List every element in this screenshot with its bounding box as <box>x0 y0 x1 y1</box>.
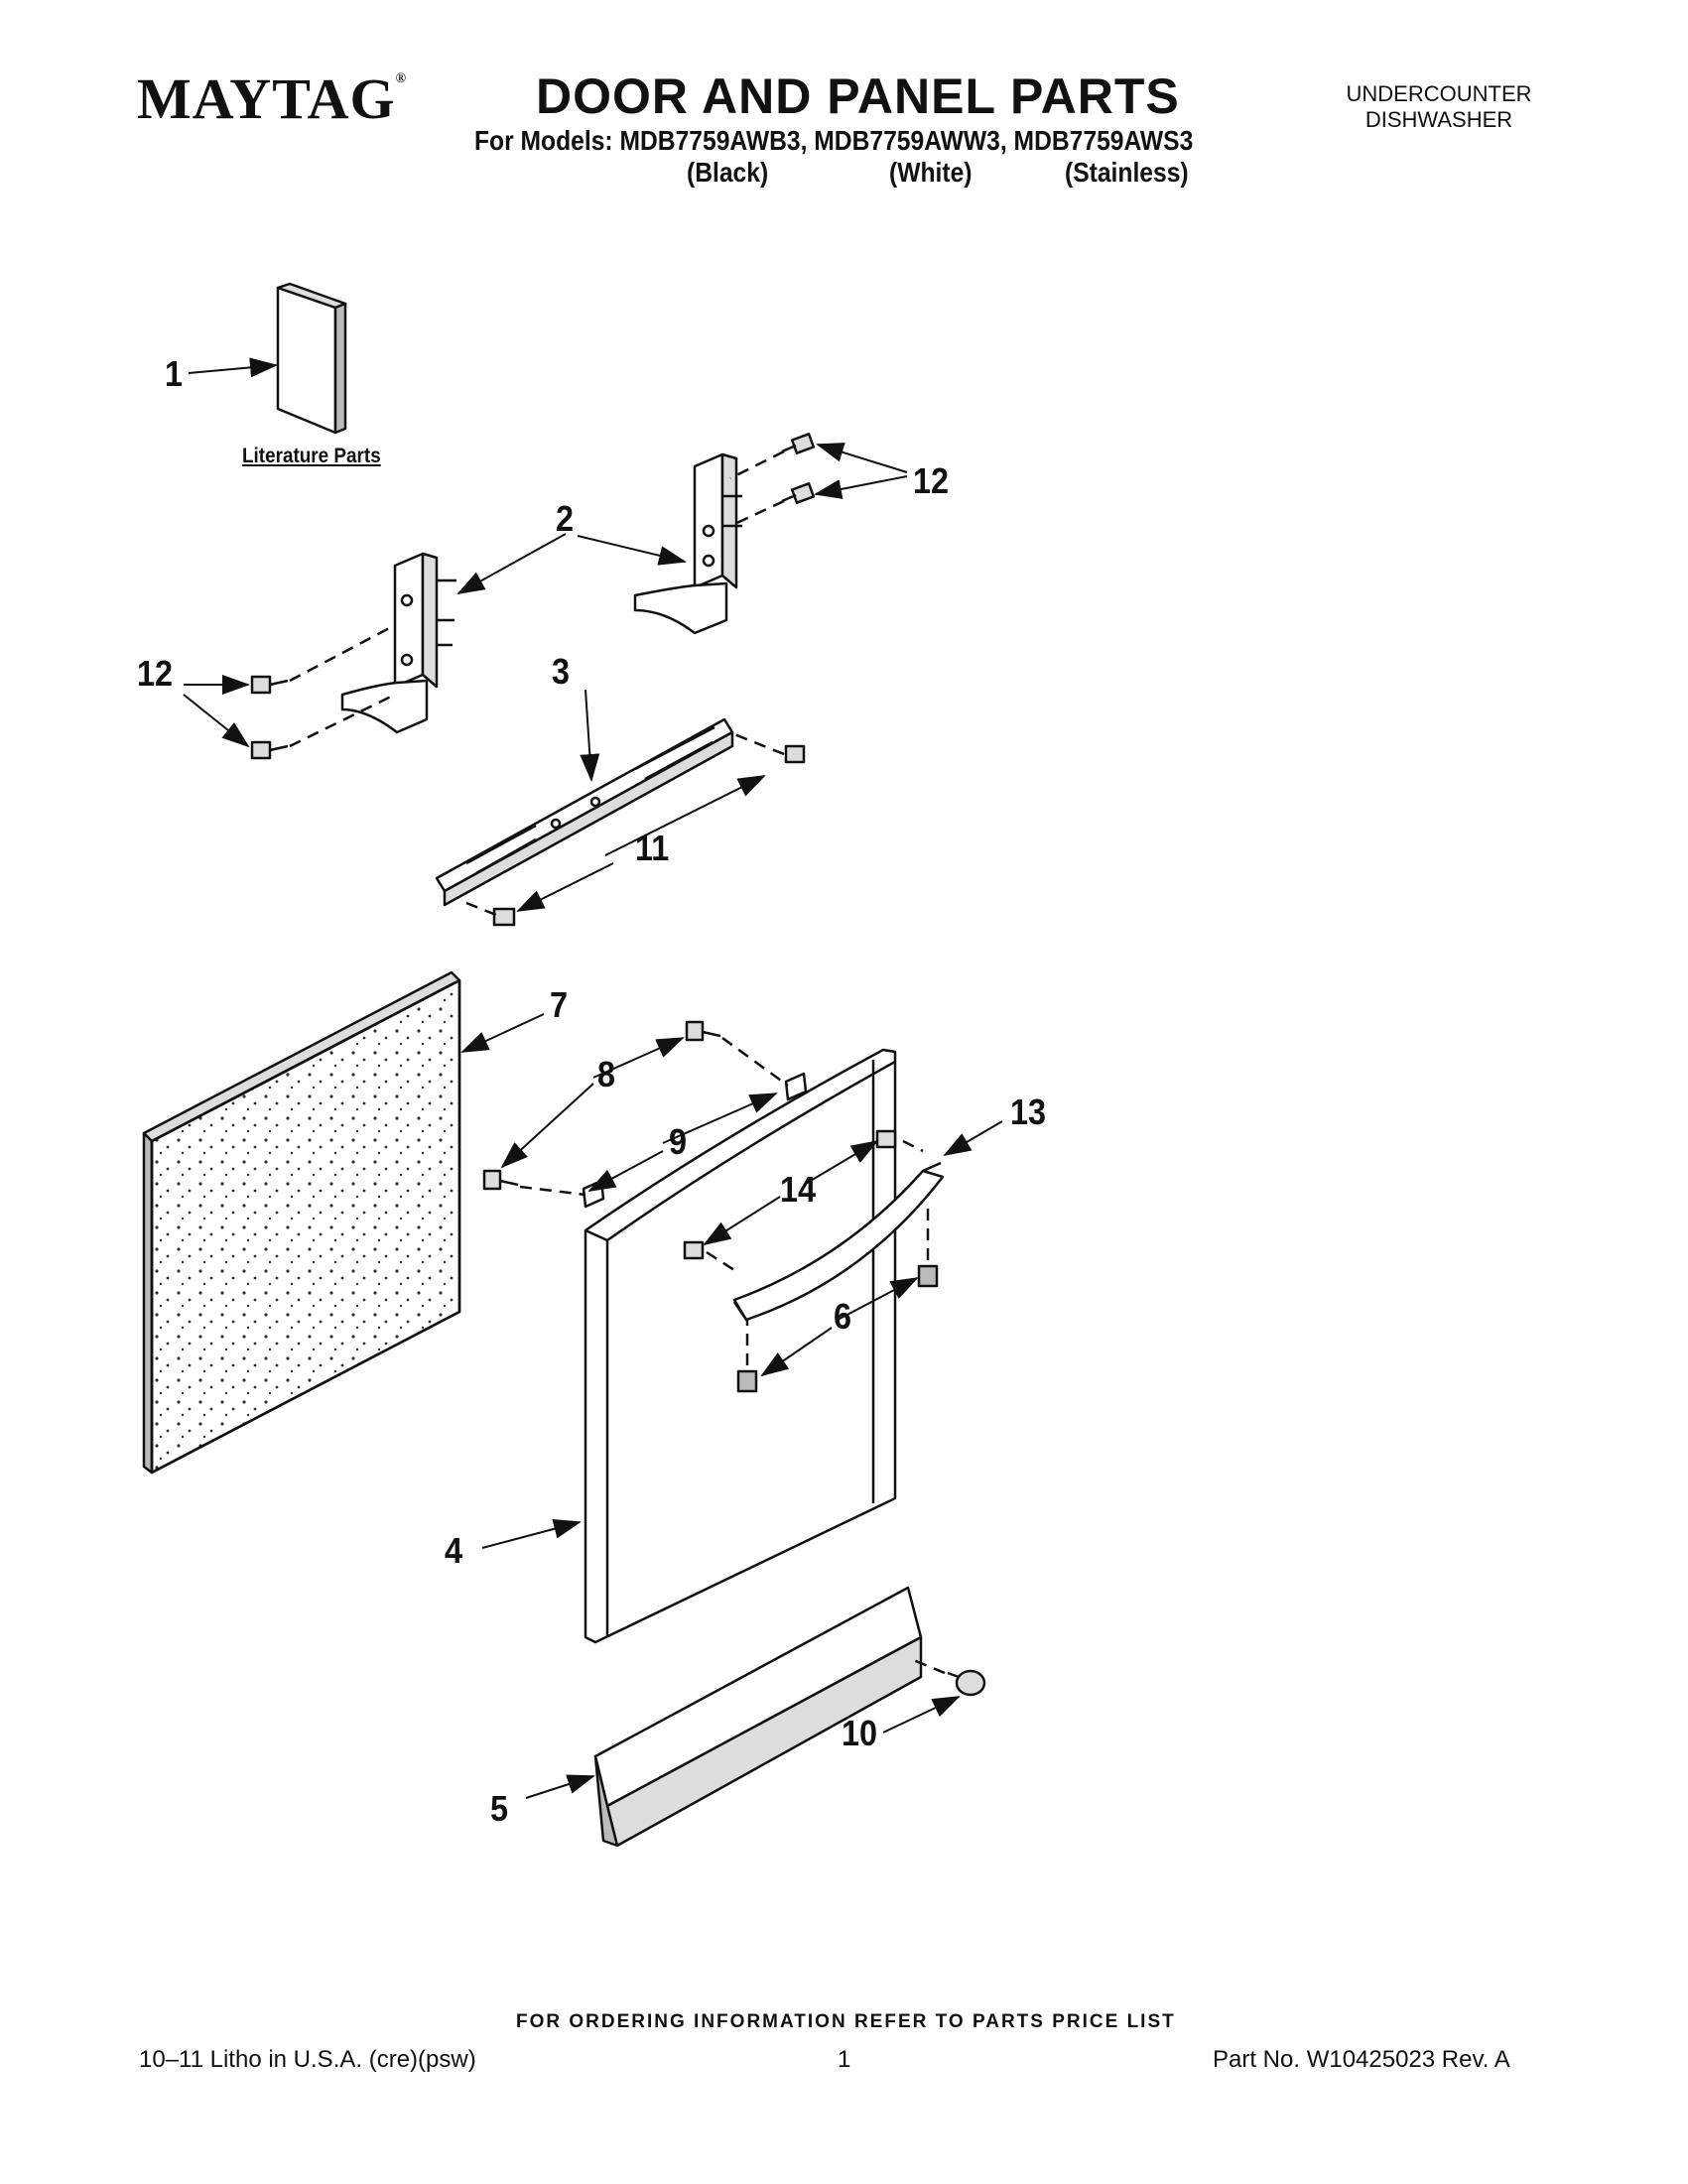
callout-10: 10 <box>842 1713 878 1753</box>
callout-6: 6 <box>834 1296 852 1337</box>
registered-mark: ® <box>395 71 408 86</box>
callout-12-lower: 12 <box>137 653 174 694</box>
callout-arrows <box>183 357 1003 1799</box>
brand-logo: MAYTAG® <box>137 65 407 132</box>
screw-11-left <box>492 907 516 927</box>
color-white: (White) <box>889 157 973 188</box>
callout-4: 4 <box>445 1530 463 1571</box>
screw-8-left <box>482 1169 519 1191</box>
screw-12-upper-2 <box>781 482 816 504</box>
callout-13: 13 <box>1010 1092 1047 1132</box>
category-line-1: UNDERCOUNTER <box>1346 81 1532 106</box>
screw-14-lower <box>683 1240 705 1260</box>
hinge-bracket-left <box>340 552 456 734</box>
part-number: Part No. W10425023 Rev. A <box>1213 2046 1510 2073</box>
callout-9: 9 <box>669 1121 688 1162</box>
screw-8-upper <box>685 1020 721 1042</box>
set-screw-6-left <box>736 1369 758 1393</box>
callout-7: 7 <box>550 984 569 1025</box>
screw-12-lower-1 <box>250 675 289 695</box>
page-number: 1 <box>838 2046 851 2073</box>
category-line-2: DISHWASHER <box>1364 107 1513 132</box>
callout-5: 5 <box>490 1788 509 1829</box>
set-screw-6-right <box>917 1264 939 1288</box>
callout-1: 1 <box>165 353 184 394</box>
color-black: (Black) <box>687 157 769 188</box>
page-title: DOOR AND PANEL PARTS <box>536 68 1180 124</box>
toe-kick-panel <box>593 1586 923 1848</box>
clip-9-right <box>784 1072 808 1101</box>
callout-8: 8 <box>597 1054 616 1094</box>
screw-10 <box>947 1669 986 1697</box>
litho-info: 10–11 Litho in U.S.A. (cre)(psw) <box>139 2046 476 2073</box>
callout-3: 3 <box>552 651 571 692</box>
door-handle <box>732 1161 945 1322</box>
callout-14: 14 <box>780 1169 817 1210</box>
callout-2: 2 <box>556 498 575 539</box>
ordering-info: FOR ORDERING INFORMATION REFER TO PARTS … <box>516 2011 1176 2032</box>
color-stainless: (Stainless) <box>1065 157 1189 188</box>
hinge-bracket-right <box>633 452 742 635</box>
callout-11: 11 <box>635 828 670 868</box>
screw-11-right <box>784 744 806 764</box>
screw-12-upper-1 <box>781 433 816 454</box>
brand-name: MAYTAG <box>137 66 396 131</box>
literature-booklet <box>276 282 347 435</box>
literature-parts-label: Literature Parts <box>242 445 381 467</box>
screw-12-lower-2 <box>250 740 289 760</box>
models-line: For Models: MDB7759AWB3, MDB7759AWW3, MD… <box>474 125 1194 156</box>
insulation-panel <box>142 970 461 1475</box>
callout-12-upper: 12 <box>913 460 950 501</box>
screw-14-upper <box>875 1129 897 1149</box>
outer-door-panel <box>584 1048 897 1644</box>
mounting-rail <box>435 717 734 907</box>
